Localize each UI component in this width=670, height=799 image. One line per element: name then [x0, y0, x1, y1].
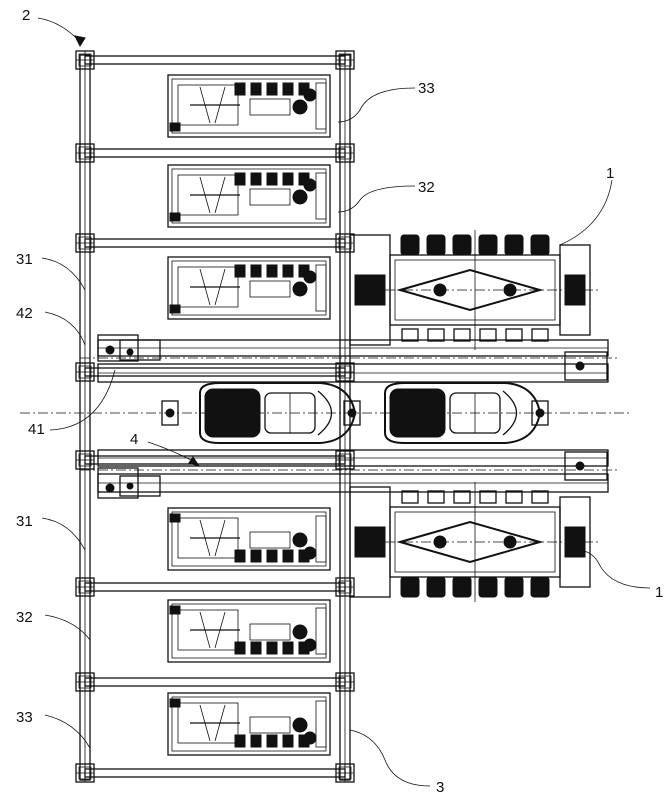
gantry-beam — [84, 238, 346, 248]
fixture-stations — [167, 74, 331, 756]
label-32-top: 32 — [418, 179, 435, 196]
label-42: 42 — [16, 305, 33, 322]
car-support — [161, 400, 179, 426]
fixture-station — [167, 507, 331, 571]
car-body — [199, 382, 357, 444]
leader-lines — [37, 17, 651, 787]
label-1-top: 1 — [606, 165, 614, 182]
gantry-node — [335, 577, 355, 597]
label-2: 2 — [22, 7, 30, 24]
label-33-top: 33 — [418, 80, 435, 97]
label-1-bottom: 1 — [655, 584, 663, 601]
gantry-node — [75, 763, 95, 783]
gantry-node — [75, 50, 95, 70]
car-body — [384, 382, 542, 444]
gantry-node — [335, 362, 355, 382]
label-32-bottom: 32 — [16, 609, 33, 626]
transfer-rail-upper — [80, 334, 620, 383]
label-3: 3 — [436, 779, 444, 796]
gantry-node — [75, 143, 95, 163]
gantry-beam — [84, 367, 346, 377]
gantry-node — [75, 362, 95, 382]
gantry-beam — [84, 148, 346, 158]
fixture-station — [167, 599, 331, 663]
gantry-node — [75, 672, 95, 692]
car-support — [531, 400, 549, 426]
welding-station — [349, 482, 600, 602]
fixture-station — [167, 692, 331, 756]
label-31-top: 31 — [16, 251, 33, 268]
label-41: 41 — [28, 421, 45, 438]
car-bodies — [161, 382, 549, 444]
gantry-beam — [84, 582, 346, 592]
gantry-beam — [84, 455, 346, 465]
label-31-bottom: 31 — [16, 513, 33, 530]
gantry-node — [75, 577, 95, 597]
transfer-rail-lower — [80, 449, 620, 499]
gantry-node — [335, 143, 355, 163]
label-4: 4 — [130, 431, 138, 448]
car-support — [343, 400, 361, 426]
gantry-node — [335, 50, 355, 70]
fixture-station — [167, 256, 331, 320]
gantry-beam — [84, 677, 346, 687]
welding-station — [349, 230, 600, 350]
gantry-beam — [84, 55, 346, 65]
gantry-node — [335, 233, 355, 253]
fixture-station — [167, 164, 331, 228]
gantry-node — [75, 450, 95, 470]
gantry-node — [335, 672, 355, 692]
gantry-frame — [75, 50, 355, 783]
gantry-node — [75, 233, 95, 253]
gantry-node — [335, 763, 355, 783]
welding-stations — [349, 230, 600, 602]
gantry-beam — [84, 768, 346, 778]
fixture-station — [167, 74, 331, 138]
reference-labels: 2 33 32 1 31 42 41 4 31 1 32 33 3 — [16, 7, 663, 796]
label-33-bottom: 33 — [16, 709, 33, 726]
